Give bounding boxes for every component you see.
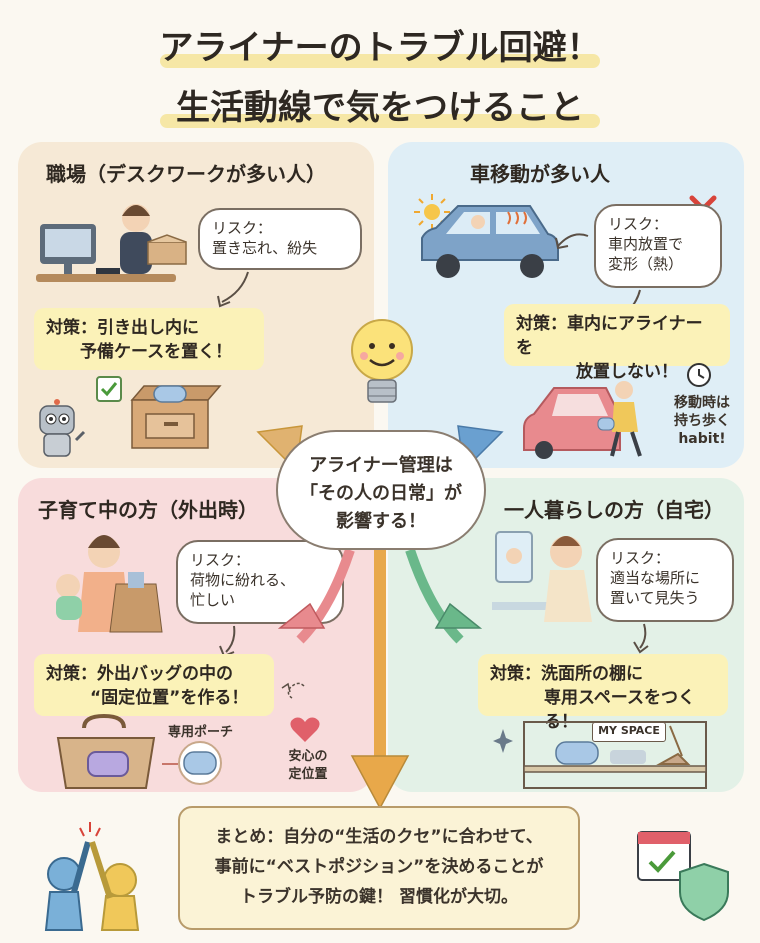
calendar-shield-icon — [637, 831, 729, 922]
curl-arrow-icon — [281, 682, 305, 699]
check-icon — [96, 376, 122, 402]
office-risk-bubble: リスク： 置き忘れ、紛失 — [198, 208, 362, 270]
parent-with-baby-icon — [56, 535, 163, 633]
office-counter-box: 対策：引き出し内に 予備ケースを置く！ — [34, 308, 264, 370]
clock-icon — [687, 363, 711, 387]
robot-icon — [39, 399, 86, 457]
arrow-icon — [633, 623, 649, 654]
heart-icon — [290, 717, 320, 742]
car-title: 車移動が多い人 — [466, 158, 614, 190]
arrow-icon — [217, 271, 249, 308]
alone-risk-bubble: リスク： 適当な場所に 置いて見失う — [596, 538, 734, 622]
desk-worker-icon — [36, 204, 176, 282]
car-risk-bubble: リスク： 車内放置で 変形（熱） — [594, 204, 722, 288]
title-highlight — [160, 114, 600, 128]
parenting-counter-box: 対策：外出バッグの中の “固定位置”を作る！ — [34, 654, 274, 716]
alone-counter-box: 対策：洗面所の棚に 専用スペースをつくる！ — [478, 654, 728, 732]
parenting-risk-bubble: リスク： 荷物に紛れる、 忙しい — [176, 540, 344, 624]
shelf-icon — [523, 721, 707, 789]
car-icon — [421, 205, 559, 278]
car-habit-note: 移動時は 持ち歩く habit! — [674, 395, 730, 447]
title-highlight — [160, 54, 600, 68]
drawer-icon — [130, 385, 222, 449]
car-counter-box: 対策：車内にアライナーを 放置しない！ — [504, 304, 730, 382]
washroom-person-icon — [492, 531, 592, 622]
arrow-icon — [555, 233, 589, 250]
heart-note: 安心の 定位置 — [288, 749, 328, 782]
page-subtitle: 生活動線で気をつけること — [176, 88, 584, 128]
sparkle-icon — [493, 729, 513, 753]
summary-box: まとめ：自分の“生活のクセ”に合わせて、 事前に“ベストポジション”を決めること… — [178, 806, 580, 930]
pouch-icon — [162, 741, 222, 785]
parenting-title: 子育て中の方（外出時） — [34, 494, 262, 526]
alone-title: 一人暮らしの方（自宅） — [500, 494, 728, 526]
person-walking-car-icon — [523, 381, 642, 459]
lightbulb-icon — [351, 319, 413, 403]
my-space-label: MY SPACE — [592, 722, 666, 742]
high-five-icon — [44, 822, 140, 931]
office-title: 職場（デスクワークが多い人） — [42, 158, 330, 190]
pouch-label: 専用ポーチ — [168, 725, 234, 740]
center-cloud: アライナー管理は 「その人の日常」が 影響する！ — [276, 430, 486, 550]
bag-icon — [56, 713, 156, 789]
box-icon — [147, 234, 187, 265]
page-title: アライナーのトラブル回避！ — [159, 28, 601, 68]
